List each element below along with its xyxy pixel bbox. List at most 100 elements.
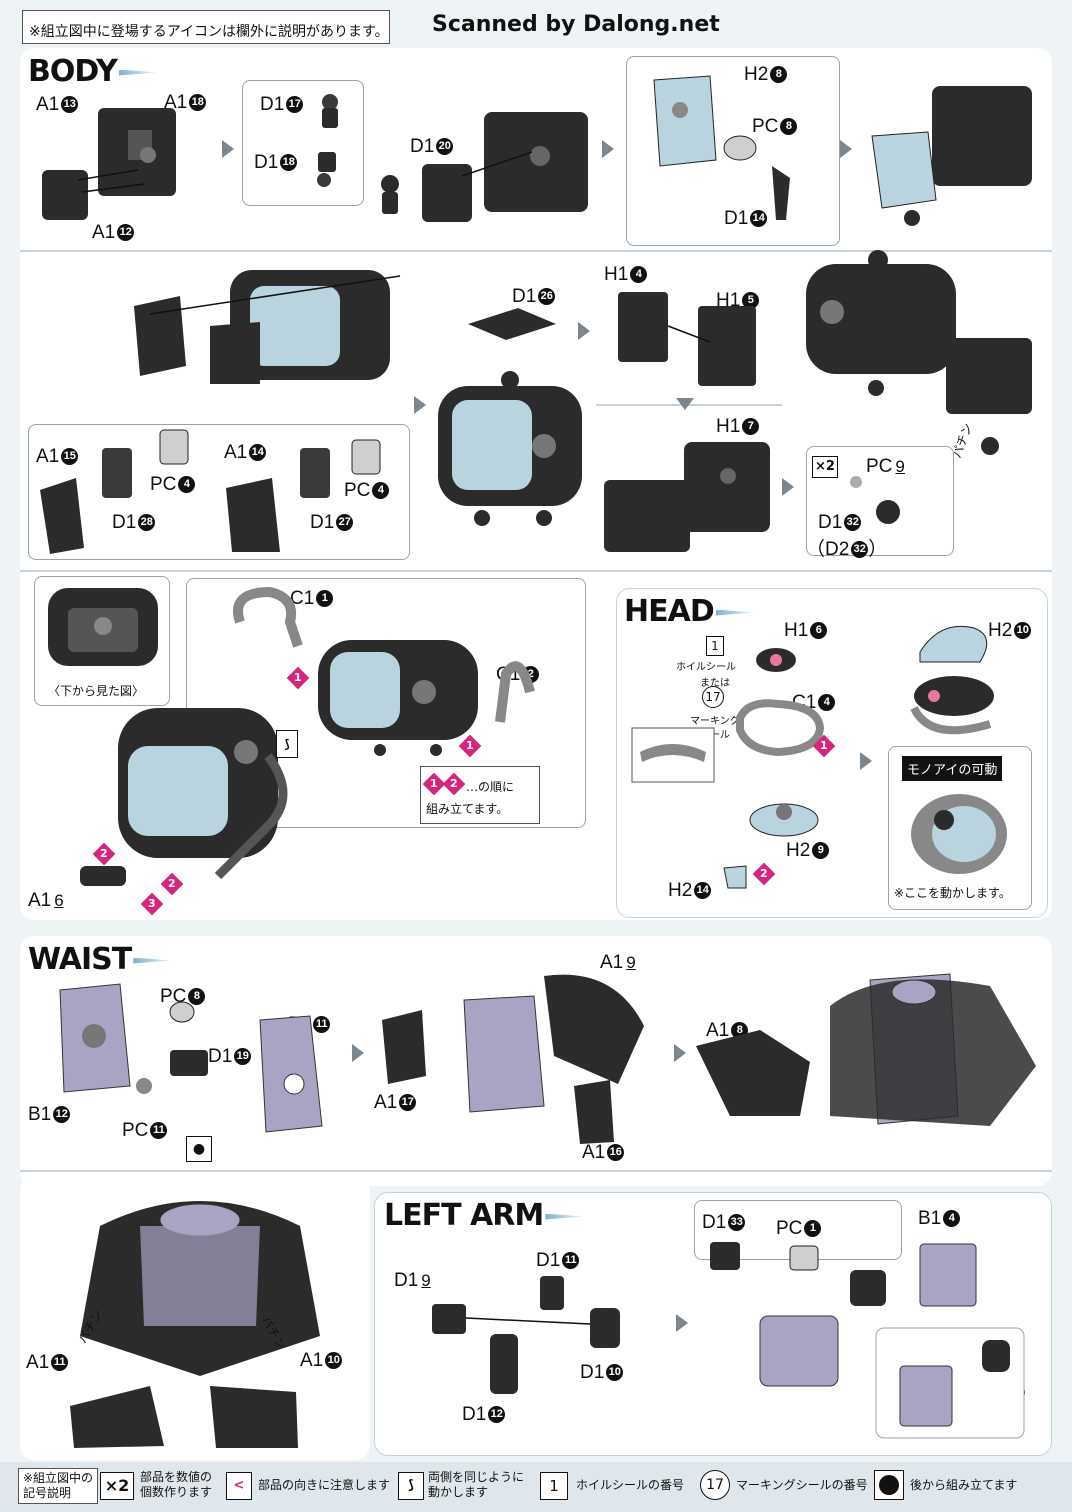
section-title-waist: WAIST (28, 942, 172, 977)
divider (20, 250, 1052, 252)
watermark: Scanned by Dalong.net (432, 12, 720, 37)
legend-title: ※組立図中の記号説明 (18, 1468, 99, 1504)
orientation-legend-icon: < (226, 1472, 252, 1500)
below-view-label: 〈下から見た図〉 (48, 684, 145, 698)
order-note-box (420, 766, 540, 824)
inset-shoulder-parts (28, 424, 410, 560)
step-arrow (578, 322, 590, 340)
waist-part-illustration-4 (70, 1201, 320, 1448)
body-part-illustration-1 (42, 108, 176, 220)
body-part-illustration-14 (80, 708, 288, 886)
top-note: ※組立図中に登場するアイコンは欄外に説明があります。 (22, 10, 390, 44)
wheel-legend-desc: ホイルシールの番号 (576, 1478, 685, 1492)
inset-d1-parts (242, 80, 364, 206)
step-arrow (414, 396, 426, 414)
step-arrow (840, 140, 852, 158)
arm-part-illustration-2 (710, 1242, 1025, 1439)
body-part-illustration-9 (618, 292, 756, 386)
divider (20, 1170, 1052, 1172)
order-note-text: …の順に (466, 780, 515, 794)
wheel-sticker-label: ホイルシール (676, 662, 736, 673)
order-note-text-2: 組み立てます。 (426, 802, 509, 816)
x2-legend-icon: ×2 (100, 1472, 134, 1500)
both-sides-legend-desc: 両側を同じように動かします (428, 1470, 525, 1499)
step-arrow (222, 140, 234, 158)
x2-icon: ×2 (812, 456, 838, 478)
body-part-illustration-4 (653, 75, 790, 220)
step-arrow (782, 478, 794, 496)
body-bottom-view-illustration (48, 588, 158, 666)
step-arrow-down (676, 398, 694, 410)
both-sides-icon: ⟆ (276, 730, 298, 758)
body-part-illustration-6 (134, 270, 401, 384)
body-part-illustration-7 (40, 429, 381, 554)
step-arrow (352, 1044, 364, 1062)
body-part-illustration-2 (317, 94, 338, 187)
both-sides-legend-icon: ⟆ (398, 1472, 424, 1500)
waist-part-illustration-1 (59, 983, 323, 1133)
step-arrow (676, 1314, 688, 1332)
mono-eye-title: モノアイの可動 (902, 756, 1003, 781)
orientation-legend-desc: 部品の向きに注意します (258, 1478, 391, 1492)
waist-part-illustration-2 (382, 974, 644, 1144)
later-assembly-icon: ● (186, 1136, 212, 1162)
later-legend-desc: 後から組み立てます (910, 1478, 1018, 1492)
body-part-illustration-12 (850, 476, 900, 524)
divider (20, 570, 1052, 572)
head-part-illustration-2 (910, 625, 994, 735)
body-part-illustration-13 (233, 586, 535, 756)
step-arrow (602, 140, 614, 158)
wheel-legend-icon: 1 (540, 1472, 568, 1500)
marking-sticker-label-2: シール (700, 730, 730, 741)
or-label: または (700, 678, 730, 689)
arm-part-illustration-1 (432, 1276, 620, 1394)
marking-sticker-label: マーキング (690, 716, 740, 727)
step-arrow (860, 752, 872, 770)
head-part-illustration-1 (631, 648, 825, 889)
step-arrow (674, 1044, 686, 1062)
body-part-illustration-8 (438, 308, 582, 526)
mono-eye-illustration (911, 794, 1007, 874)
x2-legend-desc: 部品を数値の個数作ります (140, 1470, 213, 1499)
body-part-illustration-3 (381, 112, 588, 222)
marking-sticker-number: 17 (702, 686, 724, 708)
waist-part-illustration-3 (696, 973, 1036, 1126)
